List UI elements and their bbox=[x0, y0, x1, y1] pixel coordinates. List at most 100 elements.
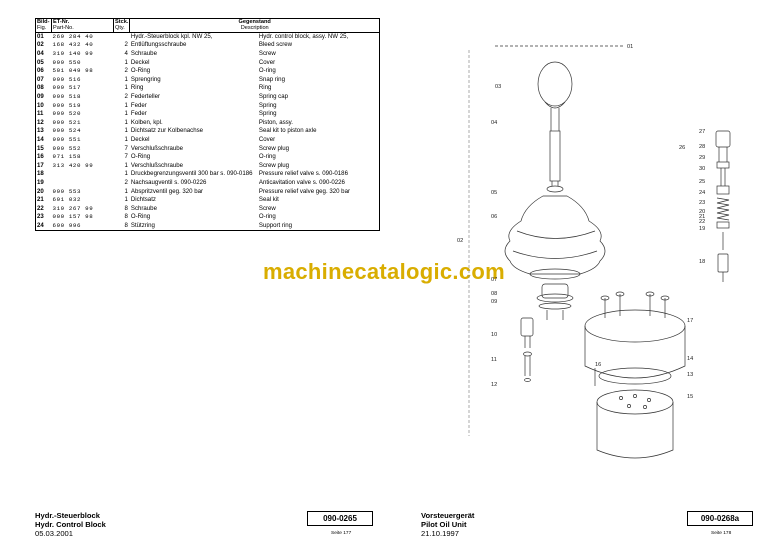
header-item: Gegenstand bbox=[129, 18, 380, 26]
part-description-de: Ring bbox=[130, 84, 144, 92]
part-description-de: Deckel bbox=[130, 135, 150, 143]
part-position: 11 bbox=[35, 110, 52, 119]
part-number: 999 550 bbox=[52, 58, 82, 66]
part-description-en: Piston, assy. bbox=[257, 118, 380, 128]
part-position: 09 bbox=[35, 92, 52, 102]
part-description-de: Dichtsatz bbox=[130, 196, 156, 204]
watermark: machinecatalogic.com bbox=[263, 259, 505, 284]
header-qty-sub: Qty. bbox=[112, 25, 130, 33]
part-number: 690 996 bbox=[51, 221, 114, 232]
callout-label: 18 bbox=[699, 259, 705, 265]
part-number: 971 158 bbox=[52, 153, 82, 161]
part-description-en: Bleed screw bbox=[257, 41, 380, 50]
part-description-de: Verschlußschraube bbox=[130, 161, 184, 169]
part-number: 269 284 40 bbox=[52, 32, 94, 40]
part-number bbox=[52, 170, 114, 179]
callout-label: 06 bbox=[491, 214, 497, 220]
footer-left-date: 05.03.2001 bbox=[35, 529, 74, 539]
part-number: 313 420 99 bbox=[52, 161, 94, 169]
callout-label: 27 bbox=[699, 129, 705, 135]
part-quantity: 1 bbox=[124, 118, 128, 126]
part-description-de: O-Ring bbox=[130, 153, 151, 161]
callout-label: 13 bbox=[687, 372, 693, 378]
part-position: 15 bbox=[35, 144, 52, 154]
part-description-en: O-ring bbox=[257, 153, 380, 162]
part-quantity: 1 bbox=[124, 110, 128, 118]
part-description-en: Pressure relief valve geg. 320 bar bbox=[257, 187, 380, 197]
part-position: 10 bbox=[35, 101, 52, 111]
part-description-en: Spring bbox=[257, 110, 380, 119]
callout-label: 07 bbox=[491, 277, 497, 283]
callout-label: 19 bbox=[699, 226, 705, 232]
part-number: 501 049 98 bbox=[52, 67, 94, 75]
part-description-en: Snap ring bbox=[257, 75, 380, 85]
part-description-de: O-Ring bbox=[130, 67, 151, 75]
part-description-de: Verschlußschraube bbox=[130, 144, 184, 152]
part-quantity: 8 bbox=[124, 204, 128, 212]
part-description-en: Ring bbox=[257, 84, 380, 93]
header-item-sub: Description bbox=[129, 25, 380, 33]
callout-label: 02 bbox=[457, 238, 463, 244]
callout-label: 03 bbox=[495, 84, 501, 90]
header-pos-sub: Fig. bbox=[35, 25, 52, 33]
part-description-en: Cover bbox=[257, 58, 380, 68]
part-description-de: Schraube bbox=[130, 50, 157, 57]
part-number: 999 524 bbox=[52, 127, 82, 135]
part-description-de: Federteller bbox=[130, 92, 161, 100]
part-position: 23 bbox=[35, 213, 52, 222]
part-number: 999 551 bbox=[52, 135, 82, 143]
part-position: 19 bbox=[35, 178, 52, 188]
part-description-de: Sprengring bbox=[130, 75, 161, 83]
footer-left-title-en: Hydr. Control Block bbox=[35, 520, 106, 530]
part-position: 08 bbox=[35, 84, 52, 93]
table-header-row: Bild- ET-Nr. Stck. Gegenstand bbox=[35, 18, 380, 26]
part-description-de: Feder bbox=[130, 110, 147, 118]
part-description-en: Support ring bbox=[257, 221, 380, 232]
part-quantity: 2 bbox=[124, 92, 128, 100]
part-description-en: O-ring bbox=[257, 213, 380, 222]
part-description-de: Nachsaugventil s. 090-0226 bbox=[130, 178, 207, 186]
part-description-en: Hydr. control block, assy. NW 25, bbox=[257, 32, 380, 42]
part-quantity: 1 bbox=[124, 170, 128, 178]
part-number: 691 032 bbox=[52, 196, 82, 204]
part-description-de: Abspritzventil geg. 320 bar bbox=[130, 187, 204, 195]
header-qty: Stck. bbox=[112, 18, 130, 26]
part-number: 999 520 bbox=[52, 110, 82, 118]
part-quantity: 1 bbox=[124, 135, 128, 143]
part-quantity: 7 bbox=[124, 144, 128, 152]
part-position: 18 bbox=[35, 170, 52, 179]
footer-right-date: 21.10.1997 bbox=[421, 529, 460, 539]
part-description-de: Stützring bbox=[129, 221, 258, 232]
header-etnr: ET-Nr. bbox=[51, 18, 114, 26]
part-position: 13 bbox=[35, 127, 52, 136]
part-description-de: Kolben, kpl. bbox=[130, 118, 163, 126]
part-position: 06 bbox=[35, 67, 52, 76]
part-number: 168 432 40 bbox=[52, 41, 94, 49]
part-description-en: Anticavitation valve s. 090-0226 bbox=[257, 178, 380, 188]
part-description-de: Feder bbox=[130, 101, 147, 109]
footer-left-page: Seite 177 bbox=[331, 531, 352, 536]
callout-label: 22 bbox=[699, 219, 705, 225]
part-position: 16 bbox=[35, 153, 52, 162]
part-position: 05 bbox=[35, 58, 52, 68]
part-position: 20 bbox=[35, 187, 52, 197]
part-number: 999 519 bbox=[52, 101, 82, 109]
part-quantity: 1 bbox=[124, 84, 128, 92]
callout-label: 05 bbox=[491, 190, 497, 196]
part-description-en: O-ring bbox=[257, 67, 380, 76]
